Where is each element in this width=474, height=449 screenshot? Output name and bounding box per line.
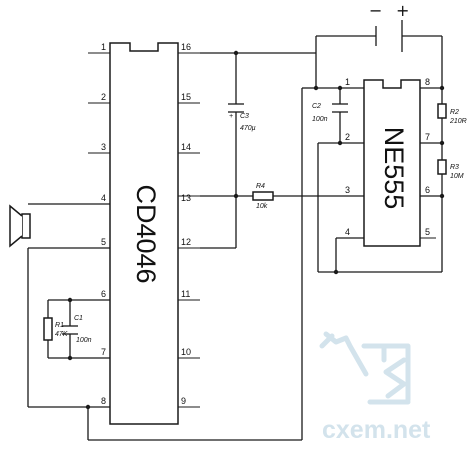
c2-value: 100n (312, 116, 328, 123)
c3-value: 470µ (240, 125, 256, 132)
cd4046-pin-6: 6 (101, 289, 106, 299)
c3-polarity: + (229, 113, 233, 120)
ne555-pin-stubs (340, 87, 442, 239)
ne555-pin-5: 5 (425, 227, 430, 237)
r1-value: 47K (55, 331, 68, 338)
cd4046-pin-16: 16 (181, 42, 191, 52)
resistor-r3: R3 10M (437, 159, 464, 180)
c1-value: 100n (76, 337, 92, 344)
cd4046-pin-15: 15 (181, 92, 191, 102)
r3-ref: R3 (450, 164, 459, 171)
cd4046-pin-1: 1 (101, 42, 106, 52)
plus-sign: + (396, 1, 409, 20)
cd4046-pin-13: 13 (181, 193, 191, 203)
ne555-pin-numbers: 1 2 3 4 8 7 6 5 (345, 77, 430, 237)
battery-symbol: − + (369, 1, 409, 52)
minus-sign: − (369, 1, 382, 20)
cd4046-pin-8: 8 (101, 396, 106, 406)
watermark-text: cxem.net (322, 416, 431, 444)
ne555-pin-8: 8 (425, 77, 430, 87)
capacitor-c3: + C3 470µ (228, 103, 256, 132)
speaker-icon (9, 204, 31, 248)
r2-ref: R2 (450, 109, 459, 116)
cd4046-pin-4: 4 (101, 193, 106, 203)
resistor-r1: R1 47K (43, 317, 68, 341)
capacitor-c1: C1 100n (62, 315, 92, 344)
cd4046-pin-numbers: 1 2 3 4 5 6 7 8 16 15 14 13 12 11 10 9 (101, 42, 191, 406)
cd4046-chip: CD4046 (109, 42, 179, 425)
cd4046-pin-stubs (88, 52, 200, 408)
ne555-label: NE555 (379, 127, 409, 210)
cd4046-label: CD4046 (131, 184, 161, 283)
c2-ref: C2 (312, 103, 321, 110)
ne555-pin-2: 2 (345, 132, 350, 142)
r4-ref: R4 (256, 183, 265, 190)
cd4046-pin-7: 7 (101, 347, 106, 357)
resistor-r4: R4 10k (252, 183, 274, 210)
cd4046-pin-10: 10 (181, 347, 191, 357)
ne555-pin-1: 1 (345, 77, 350, 87)
ne555-chip: NE555 (363, 79, 421, 247)
ne555-pin-6: 6 (425, 185, 430, 195)
r3-value: 10M (450, 173, 464, 180)
cd4046-pin-9: 9 (181, 396, 186, 406)
ne555-pin-3: 3 (345, 185, 350, 195)
cd4046-pin-14: 14 (181, 142, 191, 152)
cd4046-pin-2: 2 (101, 92, 106, 102)
r1-ref: R1 (55, 322, 64, 329)
resistor-r2: R2 210R (437, 103, 467, 125)
cd4046-pin-3: 3 (101, 142, 106, 152)
cd4046-pin-11: 11 (181, 289, 190, 299)
watermark-logo-icon (319, 331, 411, 405)
cd4046-pin-12: 12 (181, 237, 191, 247)
cd4046-pin-5: 5 (101, 237, 106, 247)
c1-ref: C1 (74, 315, 83, 322)
ne555-pin-4: 4 (345, 227, 350, 237)
c3-ref: C3 (240, 113, 249, 120)
watermark: cxem.net (319, 331, 431, 444)
capacitor-c2: C2 100n (312, 103, 348, 123)
r2-value: 210R (449, 118, 467, 125)
ne555-pin-7: 7 (425, 132, 430, 142)
r4-value: 10k (256, 203, 268, 210)
